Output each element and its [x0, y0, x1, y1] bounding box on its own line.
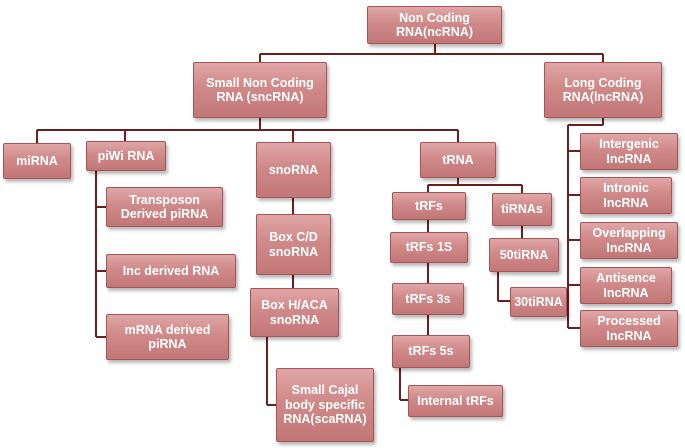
node-trfs-3s: tRFs 3s: [392, 283, 464, 315]
node-mrna-derived-pirna: mRNA derived piRNA: [106, 314, 229, 360]
node-intronic-lncrna: Intronic IncRNA: [580, 177, 672, 214]
node-30tirna: 30tiRNA: [510, 287, 567, 317]
node-50tirna: 50tiRNA: [489, 238, 559, 272]
node-tirnas: tiRNAs: [492, 193, 552, 226]
node-small-noncoding-rna: Small Non Coding RNA (sncRNA): [193, 62, 327, 118]
node-snorna: snoRNA: [256, 142, 331, 198]
node-transposon-derived-pirna: Transposon Derived piRNA: [106, 187, 223, 227]
node-trfs-1s: tRFs 1S: [390, 232, 468, 263]
node-trna: tRNA: [420, 142, 496, 178]
node-inc-derived-rna: Inc derived RNA: [106, 254, 236, 288]
node-processed-lncrna: Processed IncRNA: [580, 310, 678, 347]
node-overlapping-lncrna: Overlapping IncRNA: [580, 222, 678, 259]
node-noncoding-rna: Non Coding RNA(ncRNA): [367, 6, 502, 44]
node-intergenic-lncrna: Intergenic IncRNA: [580, 133, 678, 170]
node-antisence-lncrna: Antisence IncRNA: [580, 267, 672, 304]
node-long-coding-rna: Long Coding RNA(lncRNA): [544, 62, 662, 118]
node-box-haca-snorna: Box H/ACA snoRNA: [250, 288, 339, 337]
node-piwi-rna: piWi RNA: [86, 141, 166, 171]
node-mirna: miRNA: [3, 143, 71, 179]
node-trfs-5s: tRFs 5s: [392, 335, 470, 368]
node-trfs: tRFs: [392, 192, 466, 220]
node-box-cd-snorna: Box C/D snoRNA: [256, 214, 331, 275]
node-scarna: Small Cajal body specific RNA(scaRNA): [276, 368, 374, 442]
node-internal-trfs: Internal tRFs: [408, 385, 503, 417]
